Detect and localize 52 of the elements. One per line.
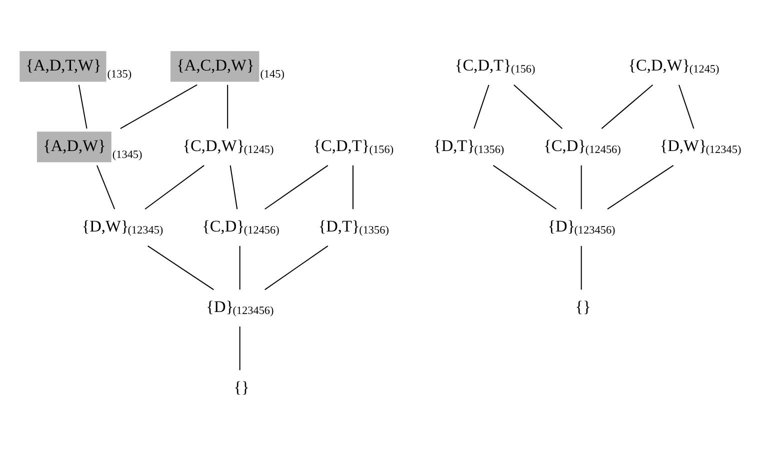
node-label: (1356) [359,224,389,236]
node-label: (135) [107,68,132,80]
connector [514,84,562,128]
node-box: {A,C,D,W} [170,50,260,82]
node-box: {A,D,T,W} [20,50,106,82]
node-label: (1356) [474,143,504,156]
connector [144,164,204,210]
node-text: {} [575,296,591,316]
node-label: (1245) [689,62,720,75]
node-label: (123456) [574,224,616,236]
connector [580,164,582,209]
node-text: {D,T} [434,135,475,154]
node-text: {C,D,T} [313,135,370,154]
node-label: (145) [260,68,284,80]
node-text: {C,D,W} [628,54,690,74]
connector [227,84,228,128]
node-label: (123456) [232,304,274,316]
node-box: {A,D,W} [36,131,112,162]
connector [78,84,88,128]
connector [239,245,240,290]
node-text: {D} [206,296,234,316]
connector [580,245,582,290]
connector [230,164,238,209]
node-label: (1345) [112,148,142,160]
connector [352,164,354,209]
connector [474,84,490,128]
node-label: (12345) [128,224,164,236]
connector [264,164,328,210]
connector [493,164,557,210]
connector [264,245,328,290]
node-text: {C,D} [202,216,244,235]
node-label: (1245) [244,143,274,156]
connector [96,164,116,209]
node-text: {} [234,376,250,396]
node-label: (156) [369,143,394,156]
connector [678,84,694,128]
connector [601,84,654,128]
node-label: (156) [511,62,536,75]
node-text: {C,D} [544,135,586,154]
connector [120,84,198,129]
node-text: {D} [548,216,576,235]
connector [607,164,674,210]
node-text: {C,D,T} [454,54,512,74]
node-text: {D,W} [660,135,707,154]
node-label: (12456) [244,224,280,236]
node-text: {C,D,W} [182,135,245,154]
node-text: {D,W} [82,216,129,235]
node-label: (12345) [706,143,742,156]
node-text: {D,T} [318,216,360,235]
node-label: (12456) [585,143,621,156]
connector [148,245,214,290]
connector [239,326,240,370]
